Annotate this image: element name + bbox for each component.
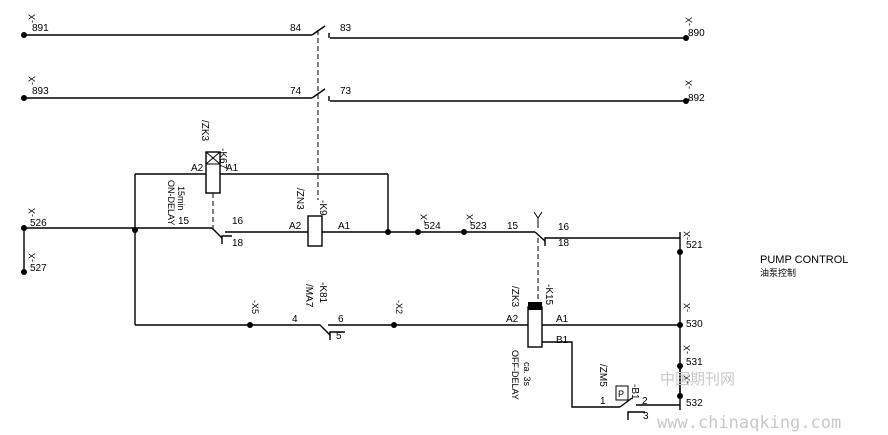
terminal-890-dot: [683, 35, 689, 41]
contact-73-label: 73: [340, 86, 352, 97]
k67-time-label: 15min: [176, 186, 186, 211]
terminal-893-prefix: -X: [27, 76, 37, 85]
junction-526-dot: [132, 227, 138, 233]
contact-74-label: 74: [290, 86, 302, 97]
k15-b1-label: B1: [556, 335, 569, 346]
k15-a1-label: A1: [556, 314, 569, 325]
terminal-524-prefix: -X: [419, 214, 429, 223]
terminal-530-prefix: -X: [682, 303, 692, 312]
terminal-890-label: 890: [688, 28, 705, 39]
terminal-x2-dot: [391, 322, 397, 328]
contact-15a-label: 15: [178, 216, 190, 227]
terminal-532-prefix: -X: [682, 375, 692, 384]
contact-15b-label: 15: [507, 221, 519, 232]
k67-timer: A2 A1 -K67 /ZK3 ON-DELAY 15min: [134, 120, 389, 325]
k67-delay-label: ON-DELAY: [166, 180, 176, 225]
rung-893-892: -X 893 -X 892 74 73: [21, 76, 705, 104]
b1-contact-1-label: 1: [600, 396, 606, 407]
k67-a2-label: A2: [191, 163, 204, 174]
terminal-891-prefix: -X: [27, 14, 37, 23]
k15-delay-marker: [533, 211, 543, 228]
terminal-527-prefix: -X: [27, 253, 37, 262]
k15-coil: [527, 306, 543, 348]
k15-ref-label: -K15: [543, 284, 554, 306]
b1-p-label: P: [618, 389, 624, 399]
b1-ref-label: -B1: [629, 384, 640, 400]
terminal-531-label: 531: [686, 357, 703, 368]
k81-ref-label: -K81: [317, 282, 328, 304]
terminal-x5-dot: [247, 322, 253, 328]
terminal-526-label: 526: [30, 218, 47, 229]
k15-zone-label: /ZK3: [509, 286, 520, 308]
terminal-523-label: 523: [470, 221, 487, 232]
k81-zone-label: /MA7: [303, 284, 314, 308]
contact-4-label: 4: [292, 314, 298, 325]
terminal-523-dot: [461, 229, 467, 235]
rung-526: -X 526 -X 527 15 16 18 A2 A1 -K9 /ZN3 -X…: [21, 188, 680, 304]
terminal-521-dot: [677, 249, 683, 255]
b1-zone-label: /ZM5: [597, 364, 608, 387]
terminal-892-prefix: -X: [684, 80, 694, 89]
b1-contact-3-label: 3: [643, 411, 649, 422]
rung-891-890: -X 891 -X 890 84 83: [21, 14, 705, 41]
x5-ref-label: -X5: [250, 300, 260, 314]
k15-coil-cap: [528, 302, 542, 310]
k9-coil: [307, 215, 323, 247]
terminal-521-label: 521: [686, 240, 703, 251]
terminal-530-label: 530: [686, 319, 703, 330]
contact-18a-label: 18: [232, 238, 244, 249]
junction-k9-dot: [385, 229, 391, 235]
contact-16a-label: 16: [232, 216, 244, 227]
terminal-891-dot: [21, 32, 27, 38]
diagram-subtitle: 油泵控制: [760, 267, 796, 278]
b1-sensor-box: [615, 385, 629, 401]
contact-18b-label: 18: [558, 238, 570, 249]
k15-delay-label: OFF-DELAY: [510, 350, 520, 400]
b1-pressure-switch: P -B1 /ZM5 1 2 3: [542, 341, 681, 422]
terminal-527-dot: [21, 269, 27, 275]
contact-5-label: 5: [336, 331, 342, 342]
x2-ref-label: -X2: [394, 300, 404, 314]
contact-16b-label: 16: [558, 222, 570, 233]
k9-ref-label: -K9: [317, 200, 328, 216]
terminal-521-prefix: -X: [682, 231, 692, 240]
watermark-url: www.chinaqking.com: [657, 413, 841, 433]
terminal-893-dot: [21, 95, 27, 101]
k15-time-label: ca. 3s: [522, 362, 532, 387]
terminal-526-prefix: -X: [27, 208, 37, 217]
terminal-524-label: 524: [424, 221, 441, 232]
rung-k81-k15: -X5 -X2 4 6 5 -K81 /MA7 A2 A1 B1 -K15 /Z…: [135, 282, 680, 400]
k67-ref-label: -K67: [217, 148, 228, 170]
terminal-527-label: 527: [30, 263, 47, 274]
terminal-523-prefix: -X: [465, 214, 475, 223]
terminal-532-label: 532: [686, 398, 703, 409]
terminal-531-prefix: -X: [682, 345, 692, 354]
k15-a2-label: A2: [506, 314, 519, 325]
terminal-890-prefix: -X: [684, 17, 694, 26]
contact-84-label: 84: [290, 23, 302, 34]
terminal-891-label: 891: [32, 23, 49, 34]
k9-zone-label: /ZN3: [294, 188, 305, 210]
diagram-title: PUMP CONTROL: [760, 254, 848, 266]
contact-83-label: 83: [340, 23, 352, 34]
b1-contact-2-label: 2: [642, 396, 648, 407]
k67-a1-label: A1: [226, 163, 239, 174]
terminal-892-label: 892: [688, 93, 705, 104]
terminal-892-dot: [683, 98, 689, 104]
k67-zone-label: /ZK3: [199, 120, 210, 142]
contact-6-label: 6: [338, 314, 344, 325]
watermark-cn: 中国期刊网: [660, 370, 735, 388]
k9-a1-label: A1: [338, 221, 351, 232]
terminal-524-dot: [415, 229, 421, 235]
k9-a2-label: A2: [289, 221, 302, 232]
terminal-893-label: 893: [32, 86, 49, 97]
